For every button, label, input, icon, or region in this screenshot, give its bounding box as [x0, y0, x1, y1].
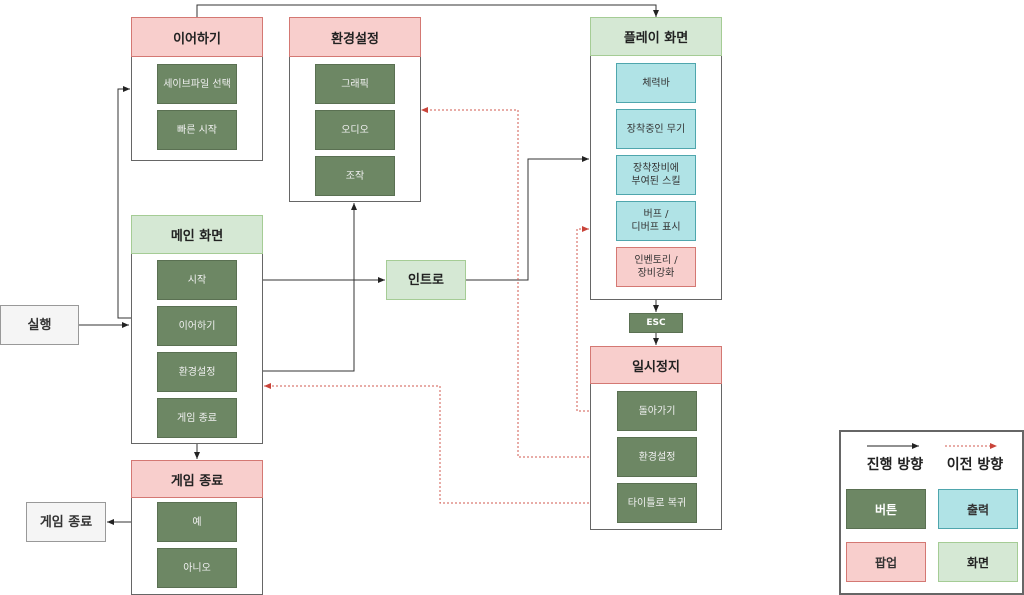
continue-button[interactable]: 이어하기 — [157, 306, 237, 346]
quit-popup-title: 게임 종료 — [131, 460, 263, 498]
inventory-upgrade-popup[interactable]: 인벤토리 / 장비강화 — [616, 247, 696, 287]
legend: 진행 방향 이전 방향 버튼 출력 팝업 화면 — [839, 430, 1024, 595]
legend-popup-swatch: 팝업 — [846, 542, 926, 582]
game-exit-node: 게임 종료 — [26, 502, 106, 542]
play-screen-title: 플레이 화면 — [590, 17, 722, 56]
equipped-weapon-output: 장착중인 무기 — [616, 109, 696, 149]
legend-button-swatch: 버튼 — [846, 489, 926, 529]
no-button[interactable]: 아니오 — [157, 548, 237, 588]
return-to-title-button[interactable]: 타이틀로 복귀 — [617, 483, 697, 523]
esc-key-button[interactable]: ESC — [629, 313, 683, 333]
pause-popup-title: 일시정지 — [590, 346, 722, 384]
audio-button[interactable]: 오디오 — [315, 110, 395, 150]
buff-debuff-output: 버프 / 디버프 표시 — [616, 201, 696, 241]
legend-screen-swatch: 화면 — [938, 542, 1018, 582]
legend-back-label: 이전 방향 — [946, 457, 1004, 473]
save-file-select-button[interactable]: 세이브파일 선택 — [157, 64, 237, 104]
health-bar-output: 체력바 — [616, 63, 696, 103]
equipment-skill-output: 장착장비에 부여된 스킬 — [616, 155, 696, 195]
pause-settings-button[interactable]: 환경설정 — [617, 437, 697, 477]
resume-button[interactable]: 돌아가기 — [617, 391, 697, 431]
continue-popup-title: 이어하기 — [131, 17, 263, 57]
yes-button[interactable]: 예 — [157, 502, 237, 542]
controls-button[interactable]: 조작 — [315, 156, 395, 196]
start-button[interactable]: 시작 — [157, 260, 237, 300]
main-screen-title: 메인 화면 — [131, 215, 263, 254]
graphics-button[interactable]: 그래픽 — [315, 64, 395, 104]
legend-arrows — [867, 443, 997, 449]
legend-forward-label: 진행 방향 — [866, 457, 924, 473]
edge-continue-popup-to-play — [196, 4, 659, 17]
edge-back-title — [264, 383, 617, 504]
run-node: 실행 — [0, 305, 79, 345]
settings-popup-title: 환경설정 — [289, 17, 421, 57]
legend-output-swatch: 출력 — [938, 489, 1018, 529]
settings-button[interactable]: 환경설정 — [157, 352, 237, 392]
intro-screen: 인트로 — [386, 260, 466, 300]
edge-intro-to-play — [466, 156, 589, 281]
quick-start-button[interactable]: 빠른 시작 — [157, 110, 237, 150]
quit-game-button[interactable]: 게임 종료 — [157, 398, 237, 438]
